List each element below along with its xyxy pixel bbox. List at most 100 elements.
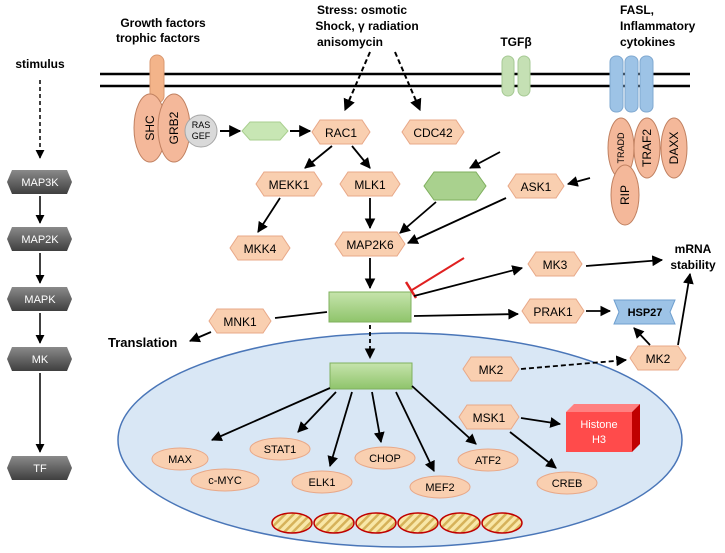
tf-creb-label: CREB <box>552 478 583 490</box>
mk3-node: MK3 <box>527 251 583 277</box>
gef-label: GEF <box>192 131 211 141</box>
mapk-to-prak1-arrow <box>413 308 520 320</box>
fasl-receptor-2 <box>624 55 639 113</box>
daxx-adaptor: DAXX <box>660 117 688 179</box>
fasl-label-3: cytokines <box>620 35 676 49</box>
mk2-nuclear-node: MK2 <box>462 356 520 382</box>
ask1-label: ASK1 <box>521 180 552 194</box>
legend-mapk: MAPK <box>7 287 72 311</box>
inhibition-line <box>411 257 465 291</box>
mk2-cytoplasmic-node: MK2 <box>629 345 687 371</box>
rip-label: RIP <box>618 185 632 205</box>
nucleosome-2 <box>313 512 355 534</box>
rac1-to-mekk1-arrow <box>304 145 333 169</box>
p38-mapk-nucleus <box>329 362 413 390</box>
tf-stat1-label: STAT1 <box>264 444 297 456</box>
map3k-green-node <box>241 121 289 141</box>
msk1-to-creb-arrow <box>509 431 557 469</box>
mk2-to-hsp27-arrow <box>633 327 651 346</box>
translation-label: Translation <box>108 335 177 350</box>
mekk1-node: MEKK1 <box>255 171 323 197</box>
legend-mk-label: MK <box>32 354 49 366</box>
mapk-to-mef2-arrow <box>395 391 435 472</box>
tf-max-label: MAX <box>168 454 193 466</box>
map2k6-label: MAP2K6 <box>346 238 394 252</box>
p38-mapk-cytoplasm <box>328 291 412 323</box>
msk1-to-histone-arrow <box>520 417 562 428</box>
mapk-to-elk1-arrow <box>327 391 353 468</box>
ask1-to-map2k6-arrow <box>407 197 507 244</box>
tf-chop-label: CHOP <box>369 453 401 465</box>
fasl-label-1: FASL, <box>620 3 654 17</box>
tgfb-label: TGFβ <box>500 35 531 49</box>
stress-to-rac1-arrow <box>343 51 371 112</box>
fasl-receptor-3 <box>639 55 654 113</box>
tf-creb: CREB <box>536 471 598 495</box>
histone-h3-box: Histone H3 <box>566 404 640 452</box>
cdc42-node: CDC42 <box>401 119 465 145</box>
tf-stat1: STAT1 <box>249 437 311 461</box>
ras-label: RAS <box>192 120 211 130</box>
mk2-export-arrow <box>520 355 628 370</box>
prak1-node: PRAK1 <box>521 298 585 324</box>
stimulus-label: stimulus <box>15 57 65 71</box>
mapk-to-mk3-arrow <box>413 265 524 297</box>
cdc42-label: CDC42 <box>413 126 453 140</box>
stability-label: stability <box>670 258 716 272</box>
tf-max: MAX <box>151 447 209 471</box>
hsp27-node: HSP27 <box>613 299 676 325</box>
tf-elk1-label: ELK1 <box>309 477 336 489</box>
mkk4-label: MKK4 <box>244 242 277 256</box>
green-to-map2k6-arrow <box>399 201 437 234</box>
mapk-to-max-arrow <box>211 387 331 442</box>
tf-mef2: MEF2 <box>409 475 471 499</box>
mnk1-to-translation-arrow <box>189 331 212 343</box>
tf-atf2: ATF2 <box>457 448 519 472</box>
rac1-label: RAC1 <box>325 126 357 140</box>
ras-gef: RAS GEF <box>184 114 218 148</box>
stress-label-2: Shock, γ radiation <box>315 19 418 33</box>
legend-map3k: MAP3K <box>7 170 72 194</box>
rip-adaptor: RIP <box>610 164 640 226</box>
rac1-to-mlk1-arrow <box>351 145 371 169</box>
ask1-node: ASK1 <box>507 173 565 199</box>
mekk1-to-mkk4-arrow <box>257 197 281 233</box>
mk3-to-mrna-arrow <box>585 255 664 267</box>
histone-label: Histone <box>580 419 617 431</box>
tgfb-receptor-left <box>501 55 515 97</box>
mrna-label: mRNA <box>675 242 712 256</box>
legend-mapk-label: MAPK <box>24 294 56 306</box>
legend-map2k: MAP2K <box>7 227 72 251</box>
traf2-label: TRAF2 <box>640 129 654 167</box>
mekk1-label: MEKK1 <box>269 178 310 192</box>
shc-label: SHC <box>143 115 157 141</box>
mlk1-node: MLK1 <box>339 171 401 197</box>
stress-label-3: anisomycin <box>317 35 383 49</box>
tf-elk1: ELK1 <box>291 470 353 494</box>
rac1-node: RAC1 <box>311 119 371 145</box>
stress-label-1: Stress: osmotic <box>317 3 407 17</box>
tgfb-to-green-arrow <box>469 151 501 169</box>
map2k6-node: MAP2K6 <box>334 231 406 257</box>
tgfb-green-node <box>423 171 487 201</box>
trophic-factors-label: trophic factors <box>116 31 200 45</box>
growth-factors-label: Growth factors <box>120 16 206 30</box>
mk2-nuclear-label: MK2 <box>479 363 504 377</box>
nucleosome-5 <box>439 512 481 534</box>
fasl-receptor-1 <box>609 55 624 113</box>
mkk4-node: MKK4 <box>229 235 291 261</box>
mapk-to-atf2-arrow <box>411 385 477 445</box>
h3-label: H3 <box>592 434 606 446</box>
mapk-to-chop-arrow <box>371 391 385 444</box>
tf-chop: CHOP <box>354 446 416 470</box>
tf-atf2-label: ATF2 <box>475 455 501 467</box>
mk3-label: MK3 <box>543 258 568 272</box>
mapk-to-stat1-arrow <box>297 391 337 433</box>
grb2-adaptor: GRB2 <box>157 93 191 163</box>
legend-tf: TF <box>7 456 72 480</box>
traf2-adaptor: TRAF2 <box>633 117 661 179</box>
nucleosome-3 <box>355 512 397 534</box>
fas-to-ask1-arrow <box>566 176 591 187</box>
grb2-label: GRB2 <box>167 111 181 144</box>
